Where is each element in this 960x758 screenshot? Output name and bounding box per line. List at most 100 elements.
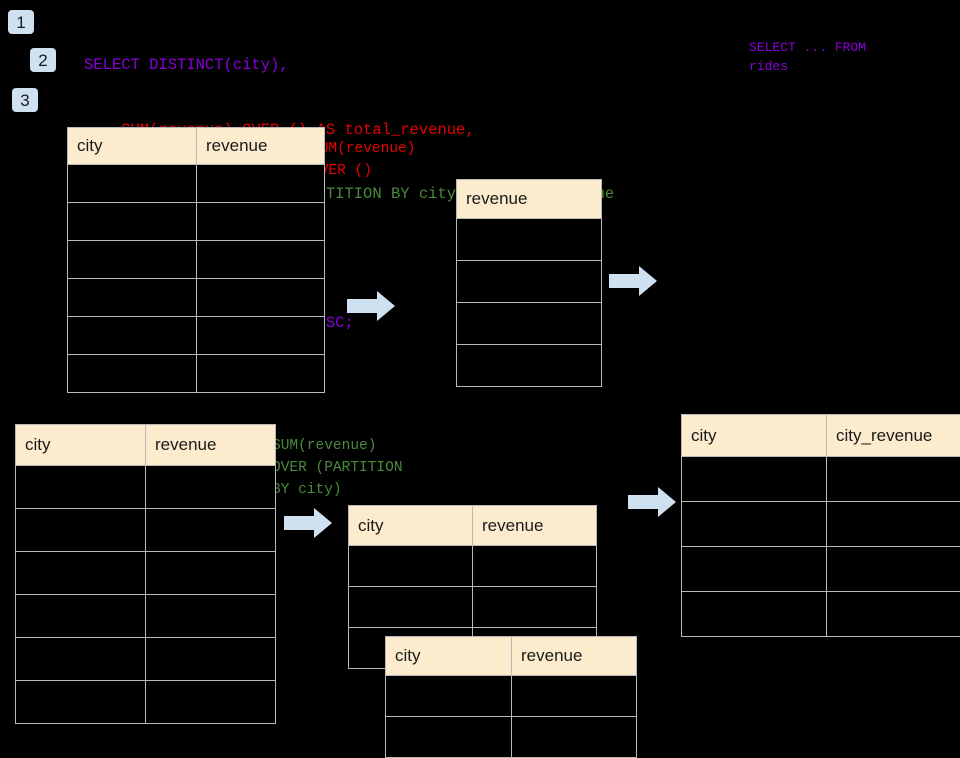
column-header-city: city bbox=[682, 415, 827, 457]
cell-revenue[interactable] bbox=[457, 219, 602, 261]
step-badge-1-label: 1 bbox=[16, 14, 25, 31]
table-row[interactable] bbox=[457, 219, 602, 261]
table-row[interactable] bbox=[68, 165, 325, 203]
column-header-revenue: revenue bbox=[473, 506, 597, 546]
table-row[interactable] bbox=[68, 355, 325, 393]
cell-city[interactable] bbox=[68, 355, 197, 393]
cell-city[interactable] bbox=[349, 546, 473, 587]
step-badge-3[interactable]: 3 bbox=[12, 88, 38, 112]
cell-revenue[interactable] bbox=[457, 261, 602, 303]
table-row[interactable] bbox=[457, 261, 602, 303]
table-row[interactable] bbox=[16, 466, 276, 509]
column-header-city-revenue: city_revenue bbox=[827, 415, 960, 457]
step-badge-3-label: 3 bbox=[20, 92, 29, 109]
city-revenue-annotation: SUM(revenue) OVER (PARTITION BY city) bbox=[272, 435, 403, 501]
table-header-row: city revenue bbox=[349, 506, 597, 546]
cell-city[interactable] bbox=[16, 638, 146, 681]
total-revenue-table[interactable]: revenue bbox=[456, 179, 602, 387]
table-row[interactable] bbox=[16, 552, 276, 595]
cell-revenue[interactable] bbox=[197, 355, 325, 393]
cell-revenue[interactable] bbox=[197, 317, 325, 355]
cell-city[interactable] bbox=[682, 502, 827, 547]
column-header-revenue: revenue bbox=[512, 637, 637, 676]
cell-revenue[interactable] bbox=[146, 466, 276, 509]
cell-city-revenue[interactable] bbox=[827, 547, 960, 592]
table-row[interactable] bbox=[16, 595, 276, 638]
cell-city[interactable] bbox=[16, 595, 146, 638]
cell-revenue[interactable] bbox=[457, 345, 602, 387]
table-row[interactable] bbox=[68, 279, 325, 317]
step-badge-1[interactable]: 1 bbox=[8, 10, 34, 34]
cell-city-revenue[interactable] bbox=[827, 592, 960, 637]
cell-city[interactable] bbox=[386, 676, 512, 717]
cell-city[interactable] bbox=[68, 165, 197, 203]
cell-city[interactable] bbox=[68, 317, 197, 355]
cell-city[interactable] bbox=[68, 203, 197, 241]
cell-revenue[interactable] bbox=[473, 546, 597, 587]
cell-city[interactable] bbox=[386, 717, 512, 758]
column-header-revenue: revenue bbox=[146, 425, 276, 466]
table-row[interactable] bbox=[682, 592, 960, 637]
column-header-city: city bbox=[68, 128, 197, 165]
cell-city[interactable] bbox=[68, 279, 197, 317]
table-row[interactable] bbox=[349, 587, 597, 628]
cell-city[interactable] bbox=[682, 592, 827, 637]
table-row[interactable] bbox=[682, 502, 960, 547]
cell-city[interactable] bbox=[16, 552, 146, 595]
rides-source-table-top[interactable]: city revenue bbox=[67, 127, 325, 393]
cell-revenue[interactable] bbox=[512, 717, 637, 758]
cell-revenue[interactable] bbox=[197, 203, 325, 241]
column-header-revenue: revenue bbox=[197, 128, 325, 165]
table-row[interactable] bbox=[16, 509, 276, 552]
cell-city-revenue[interactable] bbox=[827, 502, 960, 547]
cell-city[interactable] bbox=[68, 241, 197, 279]
table-row[interactable] bbox=[386, 717, 637, 758]
column-header-city: city bbox=[349, 506, 473, 546]
table-header-row: city revenue bbox=[386, 637, 637, 676]
table-header-row: revenue bbox=[457, 180, 602, 219]
cell-revenue[interactable] bbox=[457, 303, 602, 345]
table-header-row: city city_revenue bbox=[682, 415, 960, 457]
cell-revenue[interactable] bbox=[146, 552, 276, 595]
source-query-annotation: SELECT ... FROM rides bbox=[749, 38, 866, 76]
table-row[interactable] bbox=[349, 546, 597, 587]
table-row[interactable] bbox=[386, 676, 637, 717]
table-row[interactable] bbox=[16, 681, 276, 724]
table-row[interactable] bbox=[682, 457, 960, 502]
cell-revenue[interactable] bbox=[146, 638, 276, 681]
cell-city[interactable] bbox=[349, 587, 473, 628]
cell-revenue[interactable] bbox=[146, 509, 276, 552]
sql-line-1: SELECT DISTINCT(city), bbox=[84, 55, 614, 77]
cell-city[interactable] bbox=[682, 547, 827, 592]
table-header-row: city revenue bbox=[16, 425, 276, 466]
cell-revenue[interactable] bbox=[512, 676, 637, 717]
cell-city[interactable] bbox=[16, 466, 146, 509]
rides-source-table-bottom[interactable]: city revenue bbox=[15, 424, 276, 724]
column-header-revenue: revenue bbox=[457, 180, 602, 219]
table-row[interactable] bbox=[68, 203, 325, 241]
cell-revenue[interactable] bbox=[146, 595, 276, 638]
step-badge-2[interactable]: 2 bbox=[30, 48, 56, 72]
table-row[interactable] bbox=[68, 317, 325, 355]
table-row[interactable] bbox=[457, 303, 602, 345]
cell-city[interactable] bbox=[16, 681, 146, 724]
cell-revenue[interactable] bbox=[197, 165, 325, 203]
cell-city[interactable] bbox=[682, 457, 827, 502]
cell-revenue[interactable] bbox=[146, 681, 276, 724]
cell-revenue[interactable] bbox=[197, 241, 325, 279]
column-header-city: city bbox=[386, 637, 512, 676]
final-result-table[interactable]: city city_revenue bbox=[681, 414, 960, 637]
cell-revenue[interactable] bbox=[197, 279, 325, 317]
arrow-total-to-result bbox=[609, 266, 657, 296]
cell-revenue[interactable] bbox=[473, 587, 597, 628]
cell-city[interactable] bbox=[16, 509, 146, 552]
table-row[interactable] bbox=[68, 241, 325, 279]
arrow-source-to-total bbox=[347, 291, 395, 321]
cell-city-revenue[interactable] bbox=[827, 457, 960, 502]
table-row[interactable] bbox=[457, 345, 602, 387]
table-row[interactable] bbox=[682, 547, 960, 592]
table-row[interactable] bbox=[16, 638, 276, 681]
column-header-city: city bbox=[16, 425, 146, 466]
total-revenue-annotation: SUM(revenue) OVER () bbox=[311, 138, 415, 182]
partition-group-table-front[interactable]: city revenue bbox=[385, 636, 637, 758]
